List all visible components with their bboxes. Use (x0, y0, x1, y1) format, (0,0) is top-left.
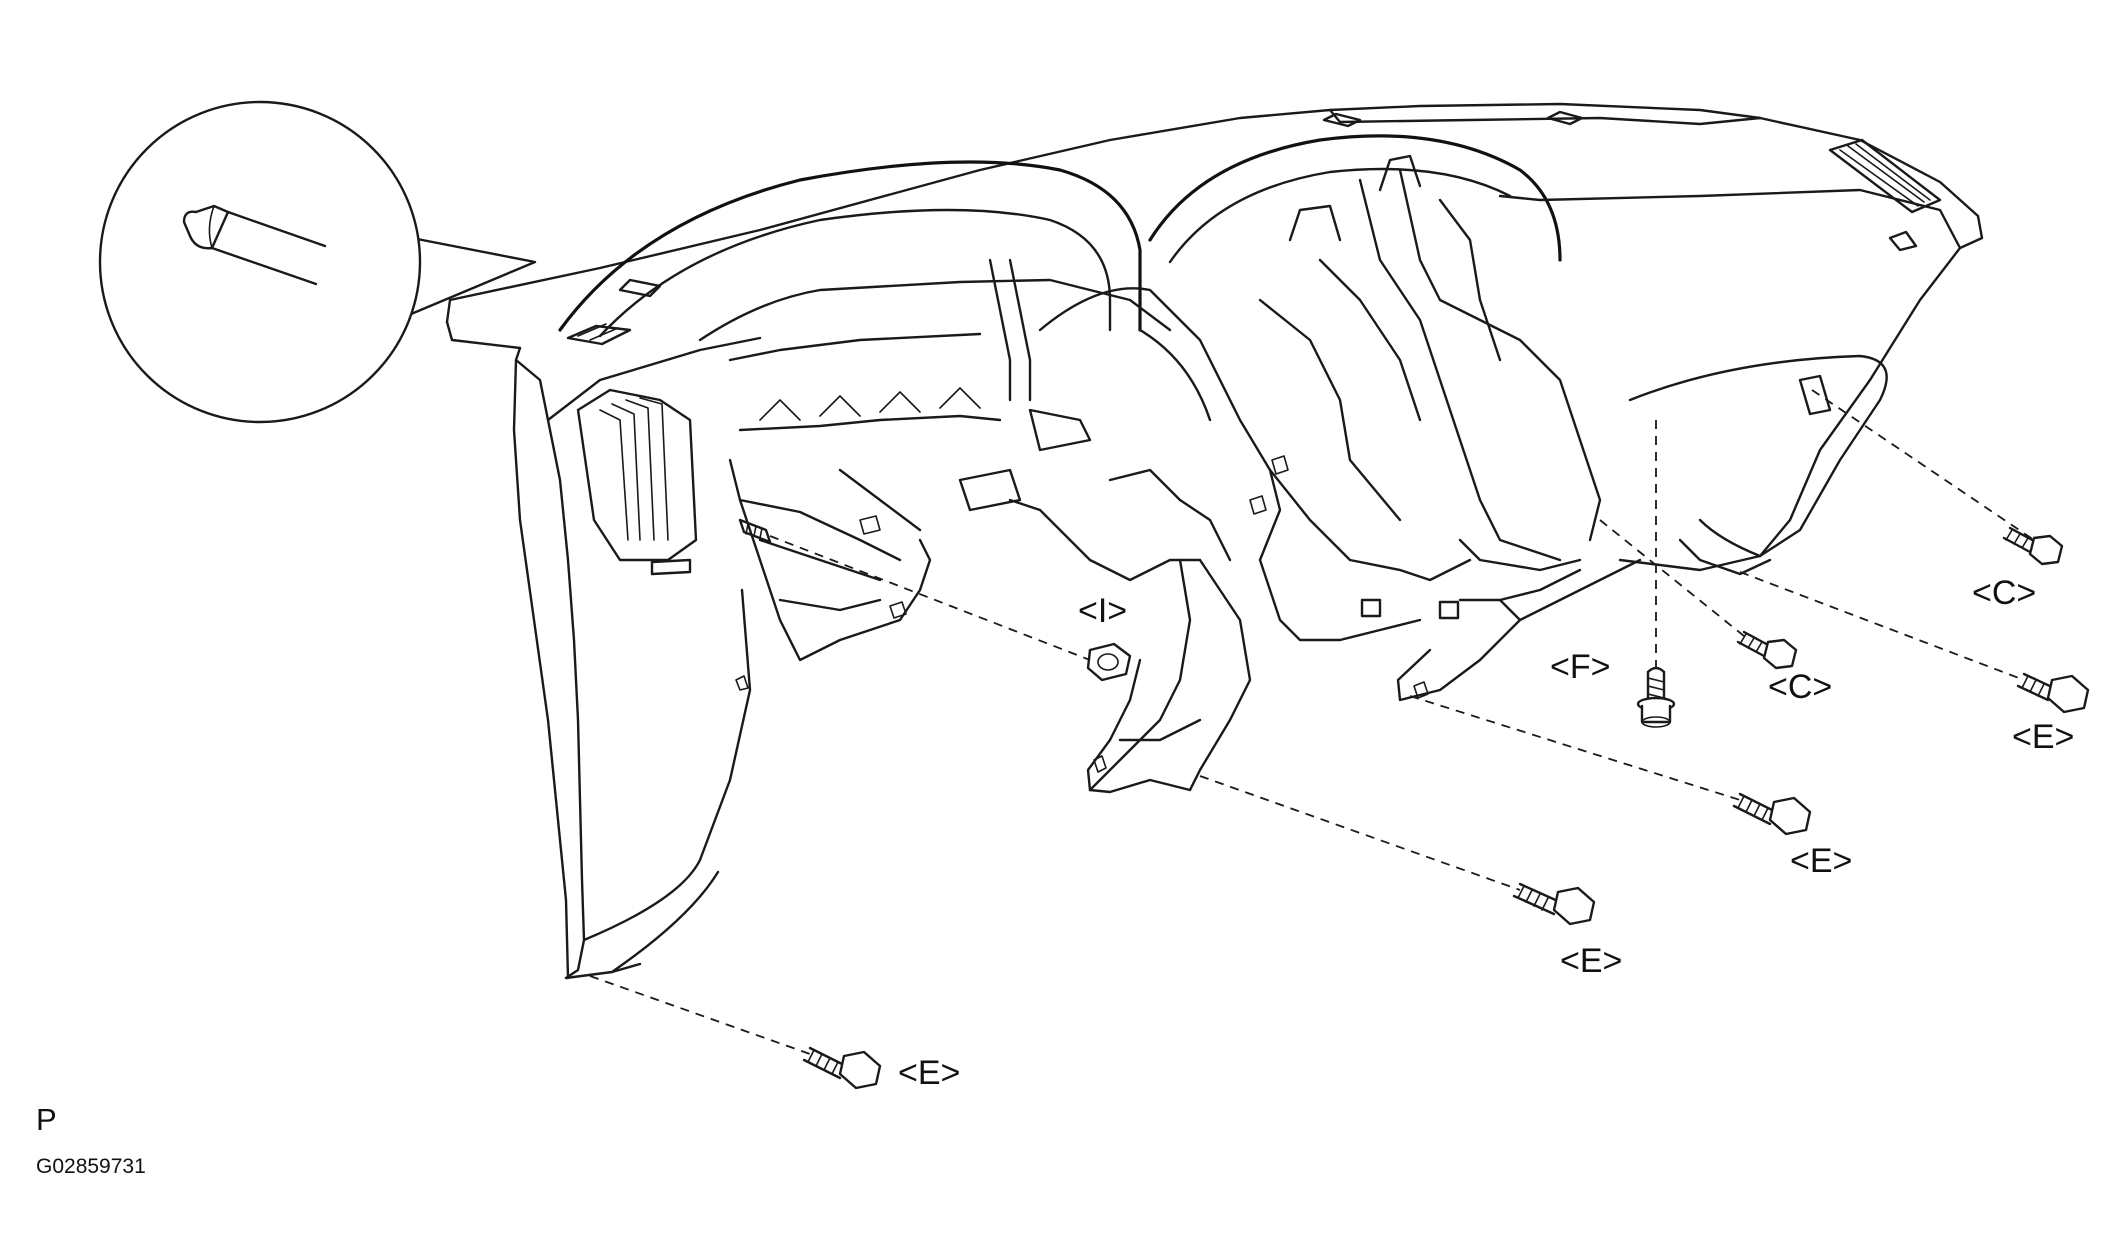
bolt-e-right (2016, 672, 2090, 714)
callout-e-mid-right: <E> (1790, 842, 1852, 880)
clip-detail-inset (98, 100, 537, 424)
callout-labels: <C> <C> <I> <F> <E> <E> <E> <E> (898, 574, 2074, 1092)
fasteners (738, 518, 2090, 1090)
bolt-e-center (1512, 882, 1596, 926)
bolt-f (1636, 666, 1676, 728)
installation-leader-lines (589, 389, 2035, 1055)
callout-e-center: <E> (1560, 942, 1622, 980)
callout-e-lower-left: <E> (898, 1054, 960, 1092)
figure-code: G02859731 (36, 1155, 146, 1178)
center-reinforcement (698, 154, 1832, 794)
bolt-c-upper (2002, 526, 2064, 566)
callout-f: <F> (1550, 648, 1610, 686)
callout-e-right: <E> (2012, 718, 2074, 756)
callout-c-center: <C> (1768, 668, 1832, 706)
nut-i (1086, 642, 1132, 682)
callout-i: <I> (1078, 592, 1127, 630)
bolt-c-center (1736, 630, 1798, 670)
figure-footer: P G02859731 (36, 1102, 146, 1178)
bolt-e-mid-right (1732, 792, 1812, 836)
view-mark: P (36, 1102, 57, 1137)
callout-c-upper: <C> (1972, 574, 2036, 612)
stud-left (738, 518, 772, 544)
instrument-panel-body (445, 102, 1984, 980)
bolt-e-lower-left (802, 1046, 882, 1090)
